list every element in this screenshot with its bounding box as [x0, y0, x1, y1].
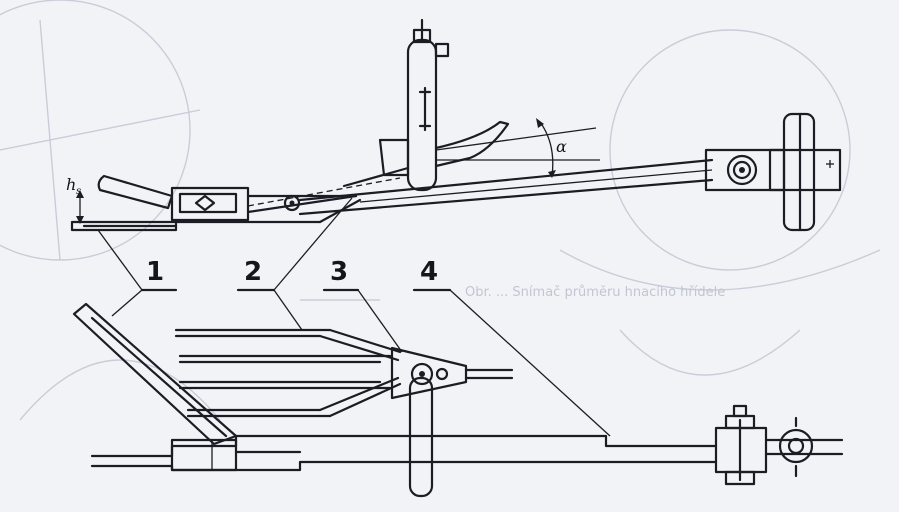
callout-1-label: 1: [146, 257, 164, 287]
bleed-text: Obr. ... Snímač průměru hnacího hřídele: [465, 285, 725, 300]
angle-label: α: [556, 137, 567, 156]
callout-3-label: 3: [330, 257, 348, 287]
height-subscript: s: [76, 186, 81, 197]
background-bleed-through: Obr. ... Snímač průměru hnacího hřídele: [0, 0, 881, 421]
callout-2-label: 2: [244, 257, 262, 287]
callouts: 1 2 3 4: [97, 197, 611, 437]
plan-view: [72, 302, 844, 498]
side-view: α h s: [66, 18, 842, 232]
height-label: h: [66, 175, 76, 194]
callout-4-label: 4: [420, 257, 438, 287]
